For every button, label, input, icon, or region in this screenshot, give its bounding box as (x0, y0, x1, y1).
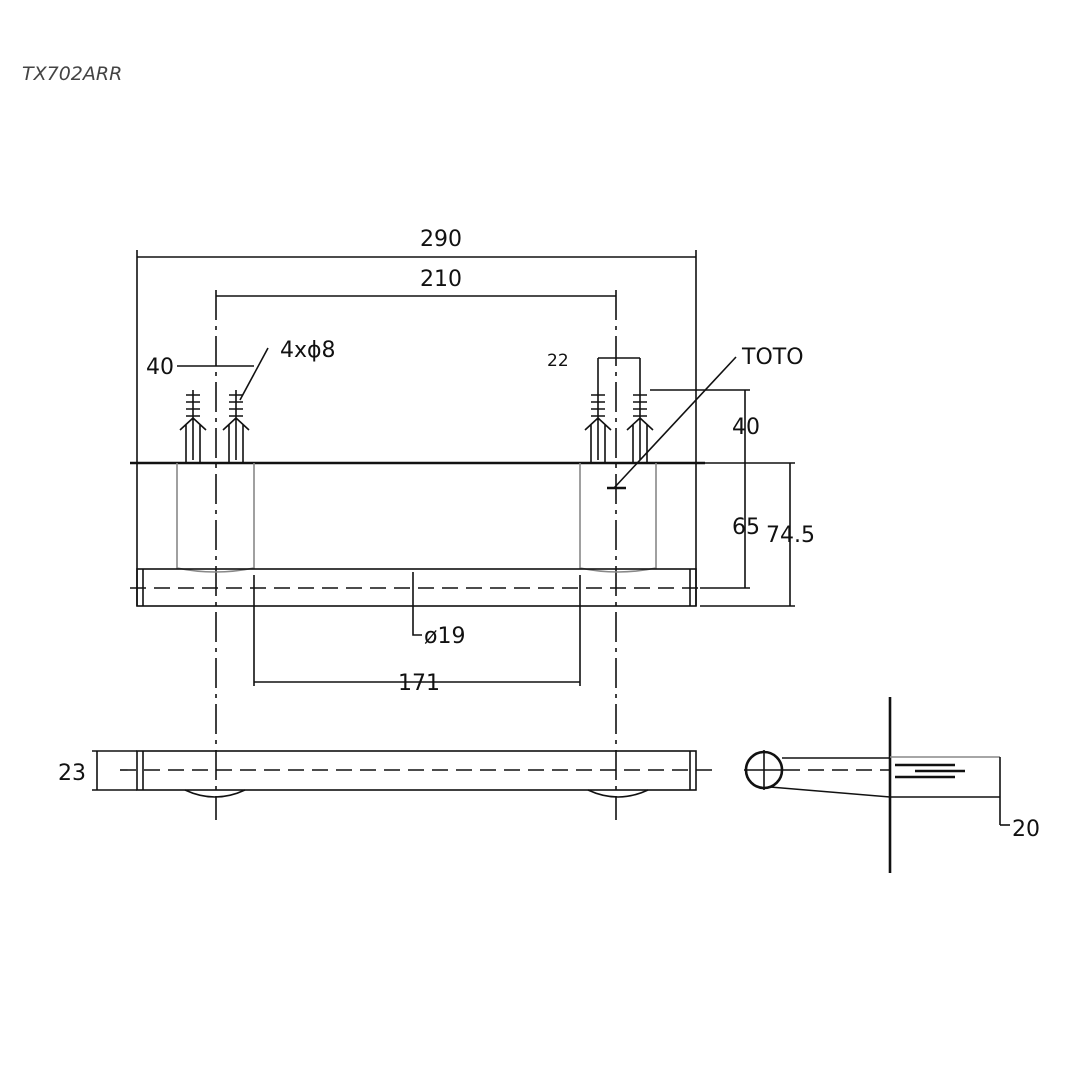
dim-40-post: 40 (146, 355, 174, 380)
dim-20: 20 (1012, 817, 1040, 842)
model-number: TX702ARR (22, 63, 122, 85)
dim-210: 210 (420, 267, 462, 292)
anchor-icons (179, 390, 654, 463)
brand-label: TOTO (741, 345, 804, 370)
right-post (579, 463, 657, 573)
dim-74-5: 74.5 (766, 523, 815, 548)
dim-290: 290 (420, 227, 462, 252)
dim-40-anchor: 40 (732, 415, 760, 440)
bottom-view: 23 (58, 750, 712, 798)
dim-171: 171 (398, 671, 440, 696)
front-view: 290 210 40 4xϕ8 22 TOTO 40 65 74.5 ø19 1… (130, 227, 815, 820)
dim-23: 23 (58, 761, 86, 786)
holes-spec: 4xϕ8 (280, 338, 336, 363)
dim-bar-diameter: ø19 (424, 624, 465, 649)
side-view: 20 (744, 697, 1040, 873)
dim-22: 22 (547, 351, 569, 371)
dim-65: 65 (732, 515, 760, 540)
